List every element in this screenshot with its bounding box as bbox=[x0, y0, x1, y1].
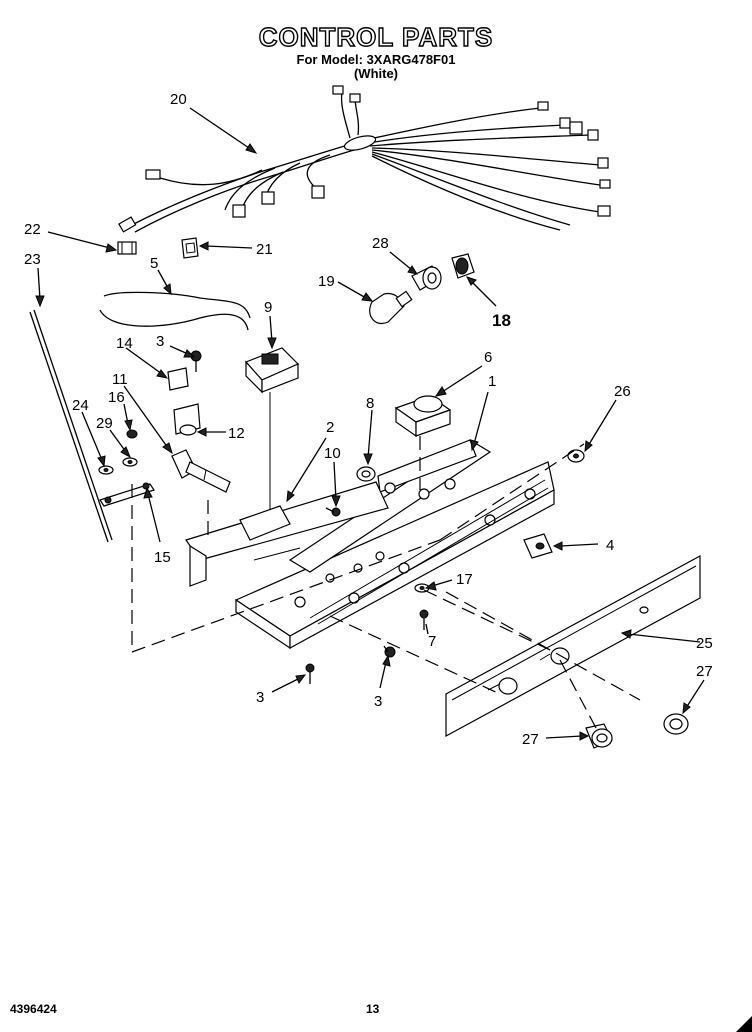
control-shaft bbox=[171, 449, 231, 493]
screw-3-left bbox=[305, 663, 315, 684]
model-line: For Model: 3XARG478F01 bbox=[296, 52, 456, 67]
page-number: 13 bbox=[366, 1002, 380, 1016]
callout-15: 15 bbox=[154, 549, 171, 566]
washer-24 bbox=[98, 465, 114, 475]
callout-22: 22 bbox=[24, 221, 41, 238]
leader-arrows bbox=[35, 107, 705, 741]
callout-5: 5 bbox=[150, 255, 158, 272]
bracket-15 bbox=[99, 482, 155, 507]
callout-12: 12 bbox=[228, 425, 245, 442]
screw-3-upper bbox=[190, 350, 202, 372]
screw-3-right bbox=[383, 645, 396, 658]
washer-17 bbox=[414, 583, 430, 593]
grommet-8 bbox=[356, 466, 376, 482]
socket-housing bbox=[451, 253, 475, 279]
callout-1: 1 bbox=[488, 373, 496, 390]
page-title: CONTROL PARTS bbox=[258, 21, 494, 52]
callout-2: 2 bbox=[326, 419, 334, 436]
screw-10 bbox=[325, 507, 341, 517]
washer-16 bbox=[126, 429, 138, 439]
clip-21 bbox=[181, 237, 199, 259]
screw-7 bbox=[419, 609, 429, 630]
callout-17: 17 bbox=[456, 571, 473, 588]
corner-mark bbox=[736, 1016, 752, 1032]
callout-24: 24 bbox=[72, 397, 89, 414]
washer-29 bbox=[122, 457, 138, 467]
callout-6: 6 bbox=[484, 349, 492, 366]
callout-11: 11 bbox=[112, 371, 128, 388]
control-knob-left bbox=[585, 723, 613, 749]
callout-3-upper: 3 bbox=[156, 333, 164, 350]
capillary-tube bbox=[99, 291, 251, 331]
callout-3-left: 3 bbox=[256, 689, 264, 706]
control-panel bbox=[445, 554, 701, 738]
wire-harness bbox=[118, 85, 611, 233]
callout-27-left: 27 bbox=[522, 731, 539, 748]
control-knob-right bbox=[663, 713, 689, 735]
callout-19: 19 bbox=[318, 273, 335, 290]
nut-26 bbox=[567, 449, 585, 463]
callout-14: 14 bbox=[116, 335, 133, 352]
defrost-timer bbox=[394, 395, 452, 438]
callout-7: 7 bbox=[428, 633, 436, 650]
document-number: 4396424 bbox=[10, 1002, 57, 1016]
callout-28: 28 bbox=[372, 235, 389, 252]
callout-3-right: 3 bbox=[374, 693, 382, 710]
callout-29: 29 bbox=[96, 415, 113, 432]
bracket-14 bbox=[167, 367, 189, 391]
control-housing bbox=[234, 439, 555, 650]
light-bulb bbox=[369, 290, 413, 324]
callout-23: 23 bbox=[24, 251, 41, 268]
callout-26: 26 bbox=[614, 383, 631, 400]
callout-4: 4 bbox=[606, 537, 614, 554]
callout-21: 21 bbox=[256, 241, 273, 258]
light-socket bbox=[411, 265, 442, 291]
callout-9: 9 bbox=[264, 299, 272, 316]
callout-8: 8 bbox=[366, 395, 374, 412]
color-line: (White) bbox=[353, 66, 399, 81]
callout-18: 18 bbox=[492, 311, 511, 330]
assembly-lines bbox=[131, 436, 641, 729]
thermostat bbox=[244, 347, 300, 540]
sensor-rod bbox=[29, 309, 113, 543]
callout-20: 20 bbox=[170, 91, 187, 108]
clip-4 bbox=[523, 533, 553, 559]
callout-16: 16 bbox=[108, 389, 125, 406]
callout-labels: 20 22 21 23 5 28 19 18 9 14 3 11 16 12 2… bbox=[24, 91, 713, 748]
clip-22 bbox=[117, 241, 137, 255]
callout-27-right: 27 bbox=[696, 663, 713, 680]
callout-10: 10 bbox=[324, 445, 341, 462]
callout-25: 25 bbox=[696, 635, 713, 652]
bracket-12 bbox=[173, 403, 201, 436]
